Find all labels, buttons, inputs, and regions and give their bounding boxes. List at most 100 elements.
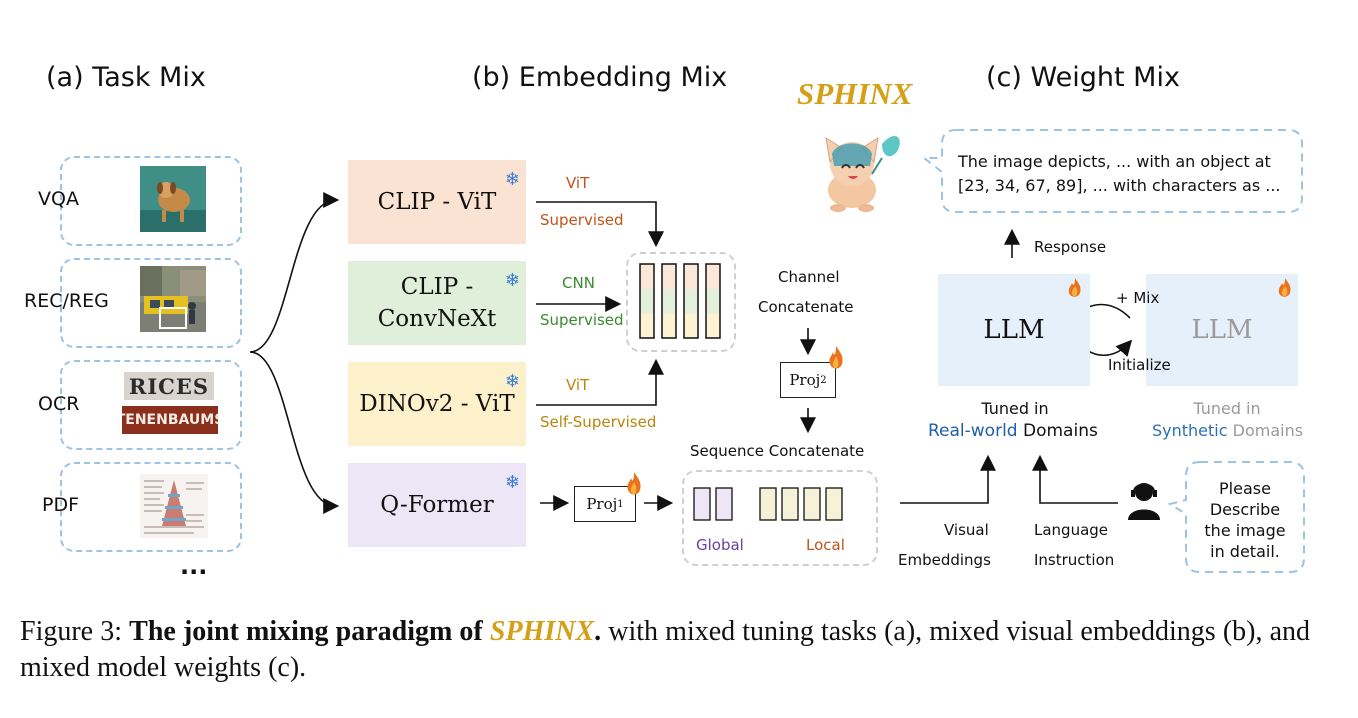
task-label-pdf: PDF (42, 494, 80, 516)
task-more-ellipsis: ... (180, 552, 208, 580)
sphinx-brand: SPHINX (797, 76, 913, 111)
sequence-concat-label: Sequence Concatenate (690, 442, 865, 460)
encoder-name-qformer: Q-Former (380, 492, 494, 518)
prompt-line-1: Please (1219, 479, 1271, 498)
encoder-dinov2-vit: DINOv2 - ViT ❄ (348, 362, 526, 446)
sequence-token-box (682, 470, 878, 566)
arrow-visual-to-llm (900, 454, 996, 504)
caption-bold: The joint mixing paradigm of (129, 616, 490, 647)
encoder-clip-vit: CLIP - ViT ❄ (348, 160, 526, 244)
visual-label-2: Embeddings (898, 551, 991, 569)
proj2-label: Proj (789, 371, 821, 389)
tuned-synthetic: Tuned in (1152, 398, 1302, 420)
task-box-rec (60, 258, 242, 348)
llm-label-secondary: LLM (1191, 315, 1253, 345)
response-text: The image depicts, ... with an object at… (958, 150, 1281, 198)
task-box-pdf (60, 462, 242, 552)
tuned-left-rest: Domains (1017, 421, 1098, 441)
task-label-ocr: OCR (38, 393, 80, 415)
snowflake-icon: ❄ (504, 472, 520, 493)
task-label-rec: REC/REG (24, 290, 109, 312)
vqa-dog-image (140, 166, 206, 232)
response-bubble (921, 129, 1303, 213)
llm-real-world: LLM (938, 274, 1090, 386)
proj1-subscript: 1 (617, 498, 624, 510)
fire-icon (627, 472, 641, 495)
tuned-right-rest: Domains (1227, 421, 1304, 440)
fan-arrow-bottom (249, 351, 340, 514)
snowflake-icon: ❄ (504, 169, 520, 190)
tuned-right-line1: Tuned in (1193, 399, 1261, 418)
task-box-ocr (60, 360, 242, 450)
rec-street-image (140, 266, 206, 332)
sphinx-mascot-icon (825, 136, 900, 212)
title-weight-mix: (c) Weight Mix (986, 62, 1180, 93)
tag-vit-1: ViT (566, 174, 590, 192)
initialize-label: Initialize (1108, 356, 1171, 374)
fan-arrow-top (249, 192, 340, 353)
title-embedding-mix: (b) Embedding Mix (472, 62, 728, 93)
pdf-document-image (140, 474, 208, 538)
tag-supervised-2: Supervised (540, 311, 624, 329)
tuned-synthetic-line2: Synthetic Domains (1152, 420, 1303, 442)
tag-self-supervised: Self-Supervised (540, 413, 657, 431)
prompt-line-3: the image (1204, 521, 1286, 540)
language-label-2: Instruction (1034, 551, 1115, 569)
snowflake-icon: ❄ (504, 270, 520, 291)
real-world-highlight: Real-world (928, 421, 1018, 441)
channel-label-1: Channel (778, 268, 840, 286)
response-label: Response (1034, 238, 1107, 256)
synthetic-highlight: Synthetic (1152, 421, 1228, 440)
encoder-name-clip-vit: CLIP - ViT (377, 189, 497, 215)
user-prompt-text: Please Describe the image in detail. (1186, 478, 1304, 562)
arrow-language-to-llm (1032, 454, 1118, 504)
ocr-text-prices: RICES (128, 373, 210, 399)
prompt-line-2: Describe (1209, 500, 1281, 519)
llm-synthetic: LLM (1146, 274, 1298, 386)
tuned-real-world: Tuned in (940, 398, 1090, 420)
language-label-1: Language (1034, 521, 1109, 539)
channel-label-2: Concatenate (758, 298, 854, 316)
llm-label-primary: LLM (983, 315, 1045, 345)
tuned-real-world-line2: Real-world Domains (928, 420, 1098, 442)
tag-vit-2: ViT (566, 376, 590, 394)
caption-bold-end: . (594, 616, 602, 647)
title-task-mix: (a) Task Mix (46, 62, 206, 93)
response-line-2: [23, 34, 67, 89], ... with characters as… (958, 176, 1281, 195)
snowflake-icon: ❄ (504, 371, 520, 392)
user-headset-icon (1128, 483, 1160, 520)
tag-supervised-1: Supervised (540, 211, 624, 229)
global-label: Global (696, 536, 744, 554)
ocr-image-tenenbaums: TENENBAUMS (122, 406, 218, 434)
proj1-label: Proj (586, 495, 618, 513)
response-line-1: The image depicts, ... with an object at (958, 152, 1271, 171)
visual-label-1: Visual (944, 521, 989, 539)
user-prompt-bubble (1167, 461, 1305, 573)
prompt-line-4: in detail. (1210, 542, 1280, 561)
caption-brand: SPHINX (489, 616, 595, 647)
sequence-tokens (693, 487, 843, 521)
fire-icon (1068, 278, 1081, 297)
encoder-name-dinov2-vit: DINOv2 - ViT (359, 391, 515, 417)
encoder-name-clip-convnext: CLIP - ConvNeXt (377, 274, 497, 332)
mix-label: + Mix (1116, 289, 1160, 307)
local-label: Local (806, 536, 845, 554)
proj2-subscript: 2 (820, 374, 827, 386)
fire-icon (829, 346, 843, 369)
arrow-dino (536, 358, 664, 406)
task-label-vqa: VQA (38, 188, 79, 210)
ocr-image-prices: RICES (124, 372, 214, 400)
caption-rest: with mixed tuning tasks (a), mixed visua… (20, 616, 1311, 683)
encoder-qformer: Q-Former ❄ (348, 463, 526, 547)
ocr-text-tenenbaums: TENENBAUMS (122, 412, 218, 428)
tuned-left-line1: Tuned in (981, 399, 1049, 418)
caption-prefix: Figure 3: (20, 616, 130, 647)
task-box-vqa (60, 156, 242, 246)
encoder-clip-convnext: CLIP - ConvNeXt ❄ (348, 261, 526, 345)
arrow-clipvit (536, 201, 664, 248)
fire-icon (1278, 278, 1291, 297)
channel-stack-box (626, 252, 736, 352)
figure-caption: Figure 3: The joint mixing paradigm of S… (20, 614, 1310, 686)
